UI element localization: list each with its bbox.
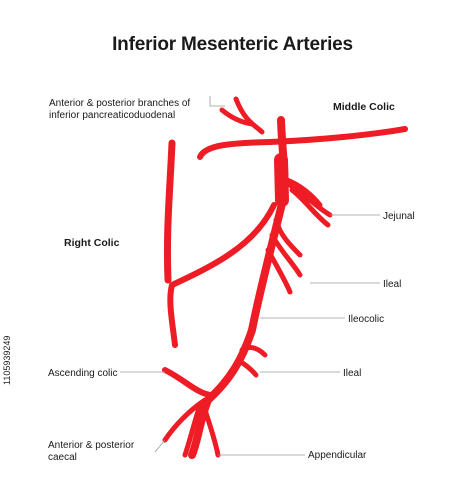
label-caecal-1: Anterior & posterior [48,440,135,451]
appendicular-branch [202,407,221,458]
leader-caecal [154,439,166,453]
label-pancreaticoduodenal-2: inferior pancreaticoduodenal [49,110,176,121]
label-pancreaticoduodenal-1: Anterior & posterior branches of [49,98,191,109]
leader-pancreaticoduodenal [209,96,225,107]
label-ascending-colic: Ascending colic [48,368,118,379]
ileal-branches-lower [235,345,268,378]
label-ileal-lower: Ileal [343,368,362,379]
right-colic-artery [167,202,277,348]
label-caecal-2: caecal [48,452,77,463]
pancreaticoduodenal-branch [219,96,265,135]
middle-colic-artery [197,126,408,160]
label-ileal-upper: Ileal [383,279,402,290]
ascending-colic-artery [162,367,213,398]
label-right-colic: Right Colic [64,237,120,249]
main-trunk [188,116,289,459]
main-trunk-stem [274,153,289,207]
ascending-marginal [163,139,176,284]
caecal-branches [162,397,208,458]
ileal-branches-upper [265,217,303,295]
jejunal-branches [284,177,333,228]
watermark-id: 1105939249 [2,335,12,385]
label-jejunal: Jejunal [383,211,415,222]
label-appendicular: Appendicular [308,450,367,461]
label-ileocolic: Ileocolic [348,314,385,325]
diagram-title: Inferior Mesenteric Arteries [112,34,353,55]
label-middle-colic: Middle Colic [333,101,395,113]
